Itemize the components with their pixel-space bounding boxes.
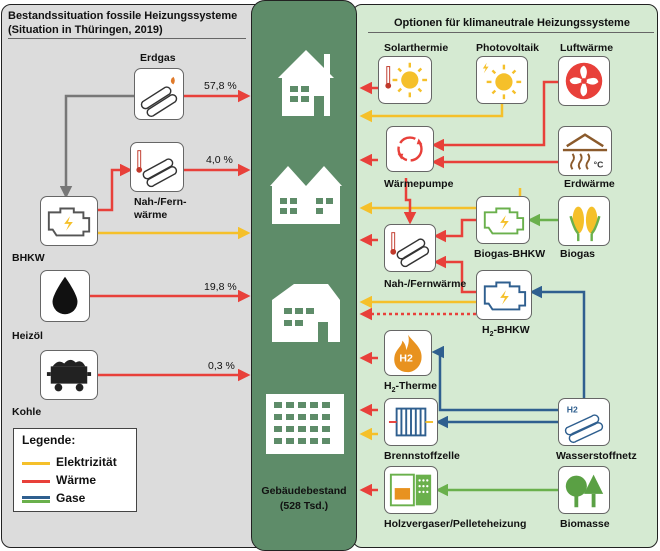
left-subtitle: (Situation in Thüringen, 2019) xyxy=(8,24,163,36)
trees-icon xyxy=(558,466,610,514)
chp-engine-icon xyxy=(40,196,98,246)
arrow-h2bhkw-to-nfw xyxy=(433,255,476,294)
biogas-label: Biogas xyxy=(560,248,596,260)
biogas-bhkw-label: Biogas-BHKW xyxy=(474,248,546,260)
legend-gas-line-blue xyxy=(22,496,50,499)
erdgas-label: Erdgas xyxy=(140,52,176,64)
office-building-icon xyxy=(266,394,344,454)
kohle-pct: 0,3 % xyxy=(208,360,235,372)
right-title: Optionen für klimaneutrale Heizungssyste… xyxy=(394,17,630,29)
heizoel-label: Heizöl xyxy=(12,330,43,342)
legend: Legende: Elektrizität Wärme Gase xyxy=(13,428,137,512)
right-divider xyxy=(368,32,654,33)
house-icon xyxy=(278,50,334,116)
air-fan-icon xyxy=(558,56,610,106)
photovoltaik-label: Photovoltaik xyxy=(476,42,540,54)
legend-gas-label: Gase xyxy=(56,491,86,505)
arrow-wp-to-nfw xyxy=(403,178,417,225)
district-heat-icon xyxy=(130,142,184,192)
kohle-label: Kohle xyxy=(12,406,42,418)
h2-therme-label: H2-Therme xyxy=(384,380,437,394)
gas-pipes-icon xyxy=(134,68,184,120)
erdwaerme-label: Erdwärme xyxy=(564,178,615,190)
celsius-label: °C xyxy=(594,159,604,169)
arrow-h2-to-therme xyxy=(431,345,560,412)
legend-heat-line xyxy=(22,480,50,483)
h2-therme-label-sub: 2 xyxy=(391,387,396,395)
fuel-cell-icon xyxy=(384,398,438,446)
solar-thermal-icon xyxy=(378,56,432,104)
arrow-gas-to-bhkw xyxy=(59,94,134,199)
solarthermie-label: Solarthermie xyxy=(384,42,449,54)
waermepumpe-label: Wärmepumpe xyxy=(384,178,454,190)
coal-cart-icon xyxy=(40,350,98,400)
legend-electricity-label: Elektrizität xyxy=(56,455,117,469)
bhkw-label: BHKW xyxy=(12,252,45,264)
erdgas-pct: 57,8 % xyxy=(204,80,237,92)
left-title: Bestandssituation fossile Heizungssystem… xyxy=(8,10,238,22)
pellet-heater-icon xyxy=(384,466,438,514)
h2-bhkw-label-sub: 2 xyxy=(489,331,494,339)
geothermal-icon: °C xyxy=(558,126,612,176)
holzvergaser-label: Holzvergaser/Pelleteheizung xyxy=(384,518,527,530)
photovoltaic-icon xyxy=(476,56,528,104)
heat-pump-icon xyxy=(386,126,434,172)
oil-drop-icon xyxy=(40,270,90,322)
h2-bhkw-label-suffix: -BHKW xyxy=(493,324,530,336)
nahfernwaerme-label: Nah-/Fernwärme xyxy=(384,278,467,290)
arrow-h2-to-h2bhkw xyxy=(529,285,586,398)
district-heat-option-icon xyxy=(384,224,436,272)
h2-flame-icon: H2 xyxy=(384,330,432,376)
luftwaerme-label: Luftwärme xyxy=(560,42,614,54)
hydrogen-pipe-icon: H2 xyxy=(558,398,610,446)
arrow-pv-strom xyxy=(359,100,504,123)
building-stock-count: (528 Tsd.) xyxy=(279,500,329,512)
h2-bhkw-label-prefix: H xyxy=(482,324,490,336)
fernwaerme-pct: 4,0 % xyxy=(206,154,233,166)
legend-gas-line-green xyxy=(22,500,50,503)
brennstoffzelle-label: Brennstoffzelle xyxy=(384,450,460,462)
apartment-house-icon xyxy=(272,284,340,342)
wasserstoffnetz-label: Wasserstoffnetz xyxy=(556,450,637,462)
arrow-biogas-bhkw-to-nfw xyxy=(433,218,476,243)
building-stock-title: Gebäudebestand xyxy=(261,485,347,497)
legend-heat-label: Wärme xyxy=(56,473,97,487)
h2-bhkw-label: H2-BHKW xyxy=(482,324,530,338)
biomasse-label: Biomasse xyxy=(560,518,610,530)
heizoel-pct: 19,8 % xyxy=(204,281,237,293)
biogas-chp-icon xyxy=(476,196,530,244)
h2-pipe-text: H2 xyxy=(567,404,578,414)
h2-therme-label-prefix: H xyxy=(384,380,392,392)
double-house-icon xyxy=(270,166,342,224)
fernwaerme-label-1: Nah-/Fern- xyxy=(134,196,187,208)
arrow-luft-to-wp xyxy=(431,80,558,152)
left-divider xyxy=(8,38,246,39)
h2-chp-icon xyxy=(476,270,532,320)
legend-title: Legende: xyxy=(22,433,76,447)
h2-therme-label-suffix: -Therme xyxy=(395,380,437,392)
fernwaerme-label-2: wärme xyxy=(134,209,168,221)
building-stock-label: Gebäudebestand (528 Tsd.) xyxy=(251,484,357,514)
arrow-bhkw-to-waerme xyxy=(98,163,133,212)
corn-icon xyxy=(558,196,610,246)
legend-electricity-line xyxy=(22,462,50,465)
h2-flame-text: H2 xyxy=(399,353,413,365)
